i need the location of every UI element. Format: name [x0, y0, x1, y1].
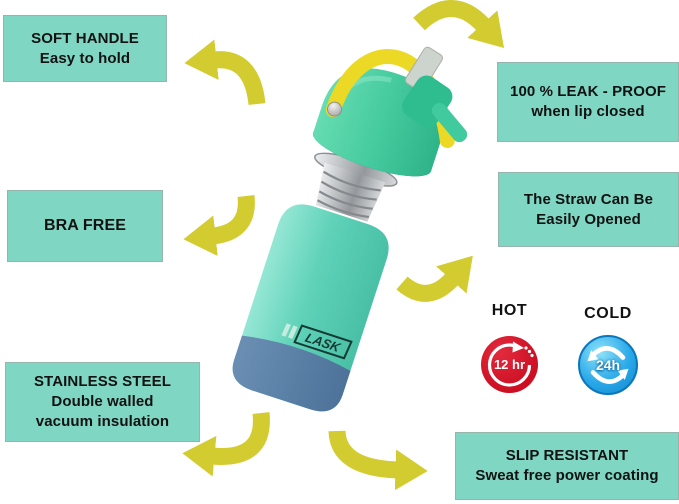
callout-line: SLIP RESISTANT — [505, 447, 629, 465]
callout-stainless: STAINLESS STEEL Double walled vacuum ins… — [5, 362, 200, 442]
callout-line: SOFT HANDLE — [31, 29, 139, 47]
hot-duration-badge: 12 hr — [481, 336, 538, 393]
callout-line: BRA FREE — [44, 217, 126, 235]
callout-slip-resistant: SLIP RESISTANT Sweat free power coating — [455, 432, 679, 500]
thread-ridges — [316, 170, 381, 219]
arrow-to-stainless — [182, 412, 270, 477]
callout-arrows — [182, 0, 505, 491]
straw-mouthpiece — [404, 46, 443, 92]
callout-line: Easily Opened — [536, 210, 641, 228]
callout-straw-open: The Straw Can Be Easily Opened — [498, 172, 679, 247]
callout-line: STAINLESS STEEL — [33, 373, 172, 391]
callout-line: Sweat free power coating — [475, 467, 659, 484]
arrow-to-bpa-free — [183, 195, 255, 257]
bottle-image: LASK — [232, 46, 468, 412]
callout-line: Easy to hold — [39, 49, 131, 67]
bottle-base — [232, 335, 351, 412]
arrow-to-straw-open — [396, 255, 473, 302]
cold-label: COLD — [584, 305, 632, 322]
callout-line: The Straw Can Be — [523, 190, 654, 208]
callout-leak-proof: 100 % LEAK - PROOF when lip closed — [497, 62, 679, 142]
callout-line: when lip closed — [531, 103, 645, 120]
refresh-arrows-icon — [587, 346, 629, 384]
hot-hours: 12 hr — [493, 357, 526, 372]
callout-line: vacuum insulation — [35, 412, 170, 430]
cold-hours: 24h — [595, 357, 621, 373]
callout-bpa-free: BRA FREE — [7, 190, 163, 262]
clock-cycle-icon — [487, 341, 534, 387]
arrow-to-slip-resistant — [328, 430, 428, 491]
spout-lever — [431, 102, 468, 143]
callout-soft-handle: SOFT HANDLE Easy to hold — [3, 15, 167, 82]
cold-duration-badge: 24h — [578, 335, 638, 395]
callout-line: Double walled — [51, 393, 154, 411]
hot-label: HOT — [491, 302, 528, 319]
arrow-to-soft-handle — [184, 39, 266, 106]
arrow-to-leak-proof — [413, 0, 505, 48]
handle-rivet — [327, 101, 343, 117]
callout-line: 100 % LEAK - PROOF — [510, 83, 666, 101]
